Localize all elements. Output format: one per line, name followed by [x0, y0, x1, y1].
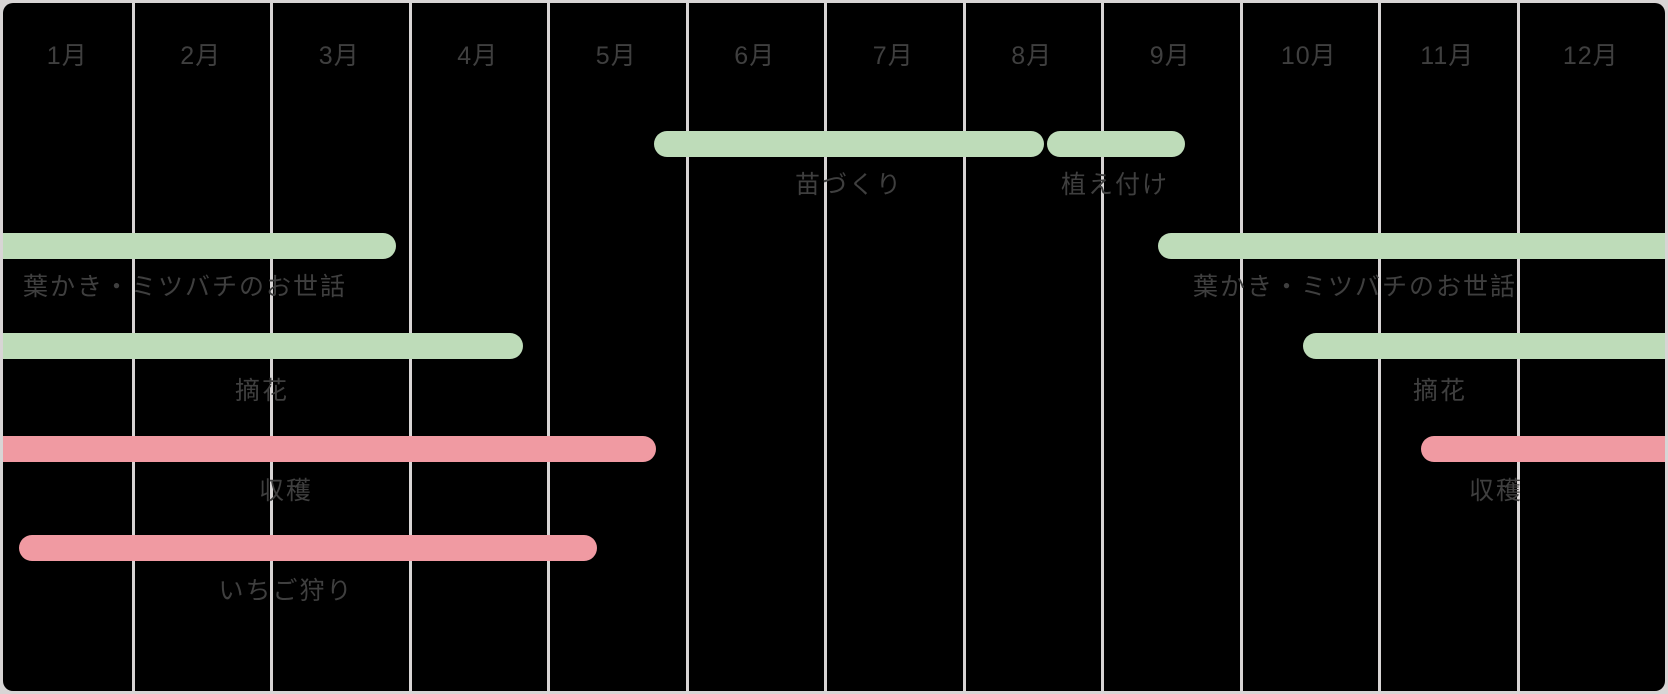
caption-tekika-left: 摘花	[234, 377, 289, 405]
month-label-3: 3月	[318, 42, 360, 70]
bar-tekika-right[interactable]	[1303, 333, 1665, 359]
bar-nae-zukuri[interactable]	[654, 131, 1044, 157]
bar-hakaki-right[interactable]	[1158, 233, 1665, 259]
month-label-5: 5月	[595, 42, 637, 70]
month-label-8: 8月	[1011, 42, 1053, 70]
month-label-7: 7月	[872, 42, 914, 70]
caption-shukaku-left: 収穫	[258, 477, 313, 505]
bar-tekika-left[interactable]	[3, 333, 523, 359]
gridline-month-8	[962, 3, 966, 691]
month-label-10: 10月	[1280, 42, 1337, 70]
bar-shukaku-right[interactable]	[1421, 436, 1665, 462]
bar-uetsuke[interactable]	[1047, 131, 1185, 157]
month-label-1: 1月	[46, 42, 88, 70]
month-label-11: 11月	[1420, 42, 1475, 70]
caption-uetsuke: 植え付け	[1060, 171, 1169, 199]
bar-shukaku-left[interactable]	[3, 436, 656, 462]
caption-hakaki-left: 葉かき・ミツバチのお世話	[23, 273, 348, 301]
month-label-4: 4月	[457, 42, 499, 70]
gridline-month-7	[824, 3, 827, 691]
caption-hakaki-right: 葉かき・ミツバチのお世話	[1193, 273, 1518, 301]
caption-nae-zukuri: 苗づくり	[794, 171, 903, 199]
gridline-month-10	[1239, 3, 1243, 691]
gridline-month-9	[1101, 3, 1104, 691]
month-label-12: 12月	[1562, 42, 1619, 70]
bar-hakaki-left[interactable]	[3, 233, 396, 259]
bar-ichigogari[interactable]	[19, 535, 597, 561]
chart-panel: 1月 2月 3月 4月 5月 6月 7月 8月 9月 10月 11月 12月 苗…	[3, 3, 1665, 691]
gridline-month-5	[547, 3, 550, 691]
caption-shukaku-right: 収穫	[1468, 477, 1523, 505]
gridline-month-6	[685, 3, 689, 691]
month-label-9: 9月	[1149, 42, 1191, 70]
caption-ichigogari: いちご狩り	[218, 577, 354, 605]
month-label-6: 6月	[734, 42, 776, 70]
caption-tekika-right: 摘花	[1412, 377, 1467, 405]
month-label-2: 2月	[180, 42, 222, 70]
